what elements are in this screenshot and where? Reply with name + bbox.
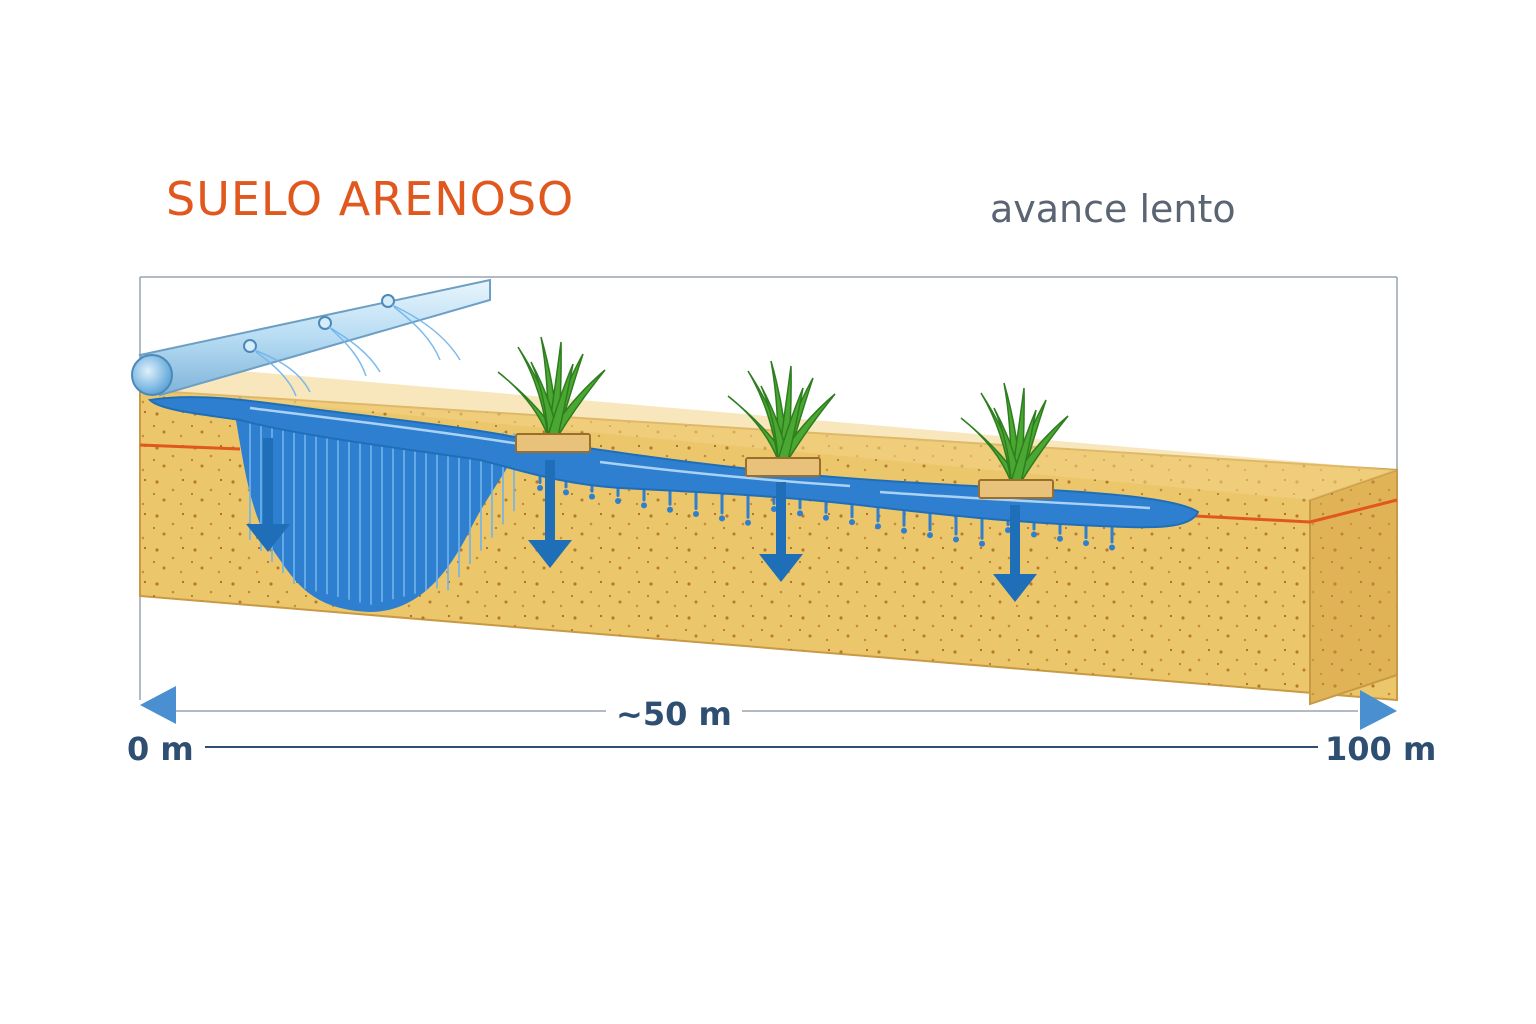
- down-arrow-icon: [993, 505, 1037, 602]
- axis-start-label: 0 m: [127, 730, 194, 768]
- crop-plants: [497, 336, 1069, 499]
- distance-axis: [140, 686, 1397, 748]
- pipe-emitters: [243, 294, 395, 353]
- plant-base: [978, 479, 1054, 499]
- water-highlights: [249, 406, 1151, 510]
- down-arrow-icon: [528, 460, 572, 568]
- plant-base: [515, 433, 591, 453]
- down-arrow-icon: [759, 482, 803, 582]
- pipe-outlet-end: [131, 354, 173, 396]
- plant-1: [497, 336, 606, 453]
- axis-arrow-left-icon: [140, 686, 176, 724]
- wetting-front-line: [139, 443, 1398, 524]
- infiltration-arrows: [246, 438, 1037, 602]
- down-arrow-icon: [246, 438, 290, 552]
- diagram-title: SUELO ARENOSO: [166, 172, 575, 226]
- diagram-subtitle: avance lento: [990, 187, 1236, 231]
- axis-end-label: 100 m: [1325, 730, 1437, 768]
- plant-2: [727, 360, 836, 477]
- advance-distance-label: ~50 m: [606, 698, 742, 730]
- spray-jets: [253, 304, 461, 397]
- plant-3: [960, 382, 1069, 499]
- axis-arrow-right-icon: [1360, 690, 1397, 730]
- irrigation-pipe: [131, 278, 491, 397]
- plant-base: [745, 457, 821, 477]
